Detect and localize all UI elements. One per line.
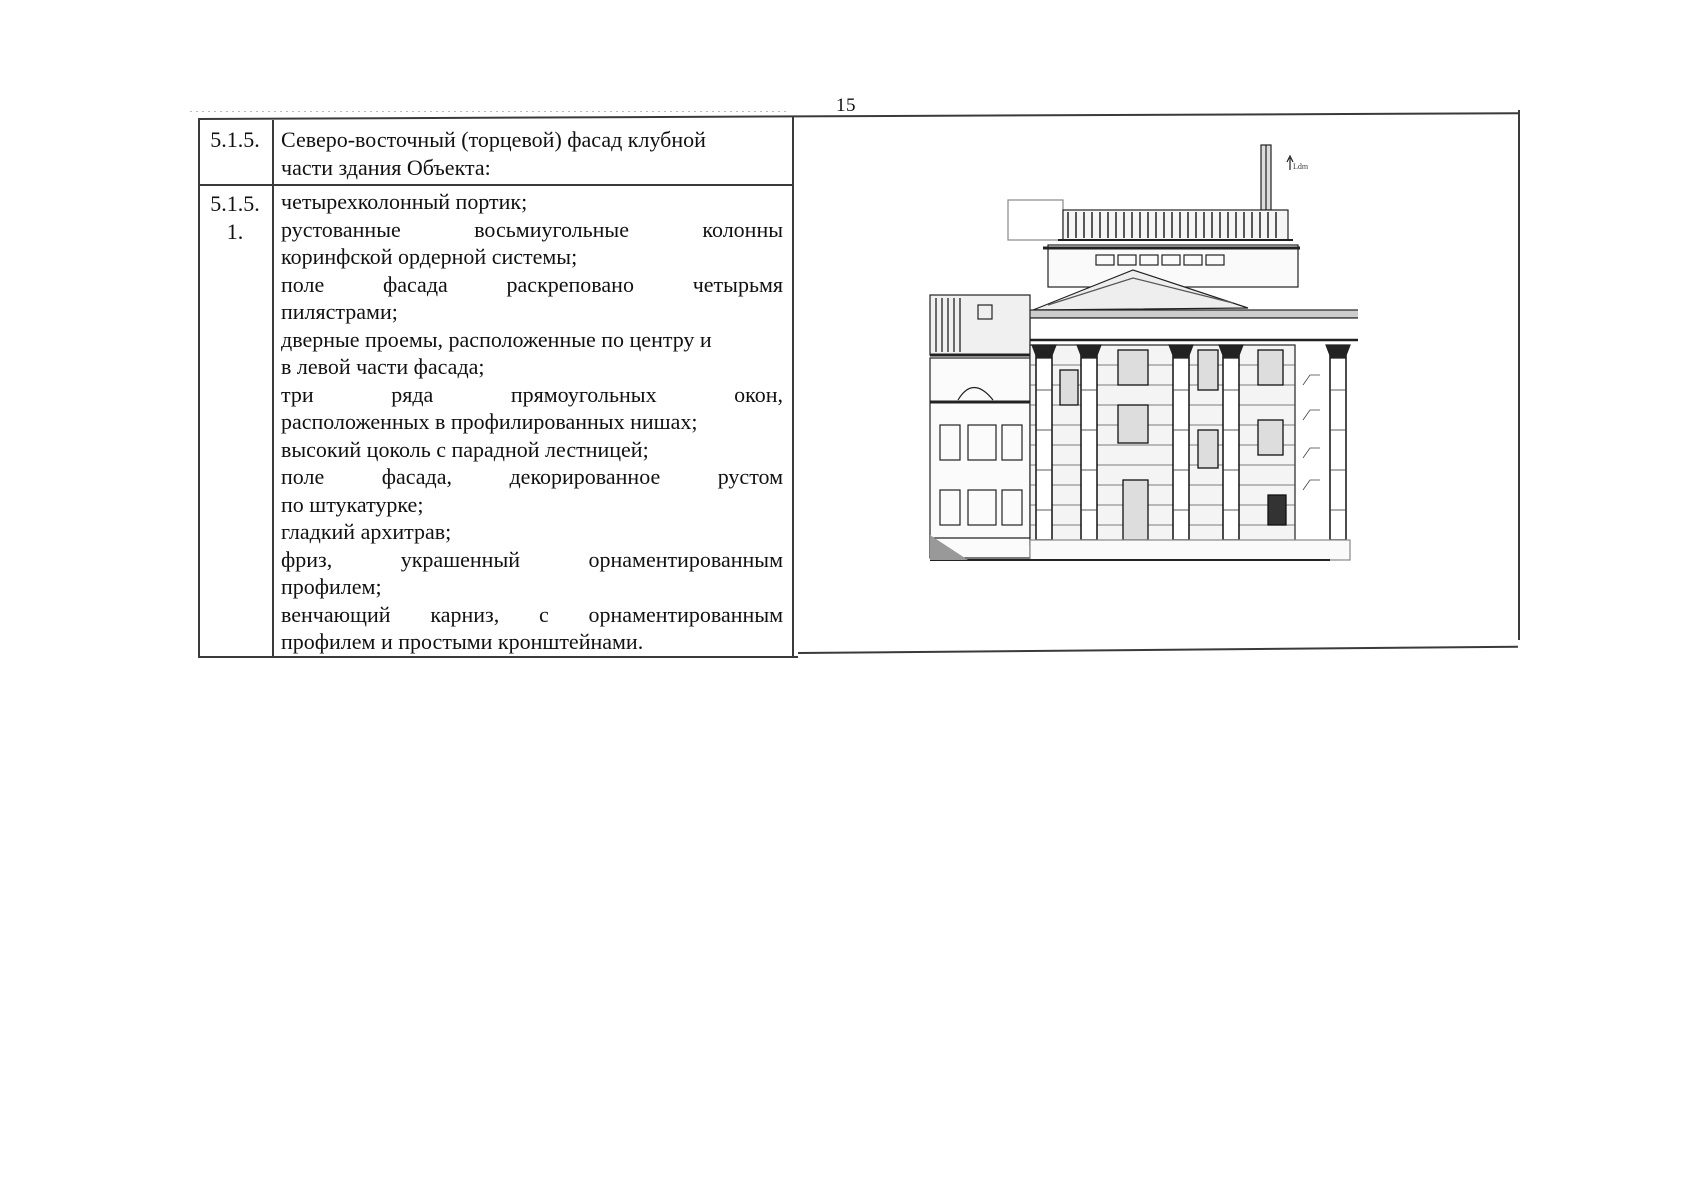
word: орнаментированным: [588, 601, 784, 627]
word: три: [281, 381, 314, 407]
subsection-number-line-2: 1.: [226, 219, 244, 244]
word: орнаментированным: [588, 546, 784, 572]
subsection-number-line-1: 5.1.5.: [210, 191, 260, 216]
list-line: три ряда прямоугольных окон,: [281, 381, 783, 409]
section-heading-line-2: части здания Объекта:: [281, 154, 491, 180]
column-divider-text: [792, 117, 794, 657]
table-border-bottom: [198, 656, 798, 658]
list-line: в левой части фасада;: [281, 354, 485, 379]
word: четырьмя: [692, 271, 784, 297]
scan-artifact: [190, 111, 790, 112]
word: поле: [281, 271, 325, 297]
table-border-bottom-right: [797, 645, 1518, 654]
word: восьмиугольные: [474, 216, 629, 242]
list-line: высокий цоколь с парадной лестницей;: [281, 436, 649, 462]
list-line: по штукатурке;: [281, 491, 424, 517]
word: окон,: [734, 381, 784, 407]
table-border-top: [197, 112, 1518, 120]
facade-drawing: Ldm: [918, 140, 1364, 570]
list-line: поле фасада, декорированное рустом: [281, 463, 783, 491]
word: рустом: [717, 464, 784, 489]
list-line: дверные проемы, расположенные по центру …: [281, 326, 712, 352]
word: венчающий: [281, 601, 391, 627]
protected-elements-list: четырехколонный портик; рустованные вось…: [281, 188, 783, 656]
word: с: [538, 601, 549, 627]
table-border-right: [1518, 110, 1520, 640]
word: поле: [281, 464, 325, 489]
list-line: рустованные восьмиугольные колонны: [281, 216, 783, 244]
list-line: поле фасада раскреповано четырьмя: [281, 271, 783, 299]
word: украшенный: [400, 546, 520, 572]
word: карниз,: [430, 601, 500, 627]
section-heading: Северо-восточный (торцевой) фасад клубно…: [281, 126, 786, 181]
list-line: венчающий карниз, с орнаментированным: [281, 601, 783, 629]
word: декорированное: [509, 464, 661, 489]
word: раскреповано: [506, 271, 634, 297]
word: рустованные: [281, 216, 401, 242]
north-arrow-icon: Ldm: [1286, 154, 1309, 171]
word: прямоугольных: [510, 381, 657, 407]
list-line: гладкий архитрав;: [281, 519, 452, 544]
page-number: 15: [836, 95, 856, 116]
list-line: профилем и простыми кронштейнами.: [281, 629, 644, 654]
list-line: расположенных в профилированных нишах;: [281, 409, 698, 434]
section-number: 5.1.5.: [210, 127, 260, 152]
list-line: четырехколонный портик;: [281, 189, 528, 214]
word: фасада,: [381, 464, 452, 489]
row-divider: [198, 184, 792, 186]
list-line: коринфской ордерной системы;: [281, 244, 578, 269]
word: фасада: [383, 271, 448, 297]
table-border-left: [198, 120, 200, 658]
word: колонны: [702, 216, 783, 242]
column-divider-num: [272, 120, 274, 658]
section-heading-line-1: Северо-восточный (торцевой) фасад клубно…: [281, 127, 706, 152]
list-line: пилястрами;: [281, 299, 398, 324]
list-line: фриз, украшенный орнаментированным: [281, 546, 783, 574]
subsection-number: 5.1.5. 1.: [200, 190, 270, 246]
word: фриз,: [281, 546, 333, 572]
word: ряда: [391, 381, 434, 407]
list-line: профилем;: [281, 574, 382, 599]
svg-text:Ldm: Ldm: [1293, 162, 1309, 171]
